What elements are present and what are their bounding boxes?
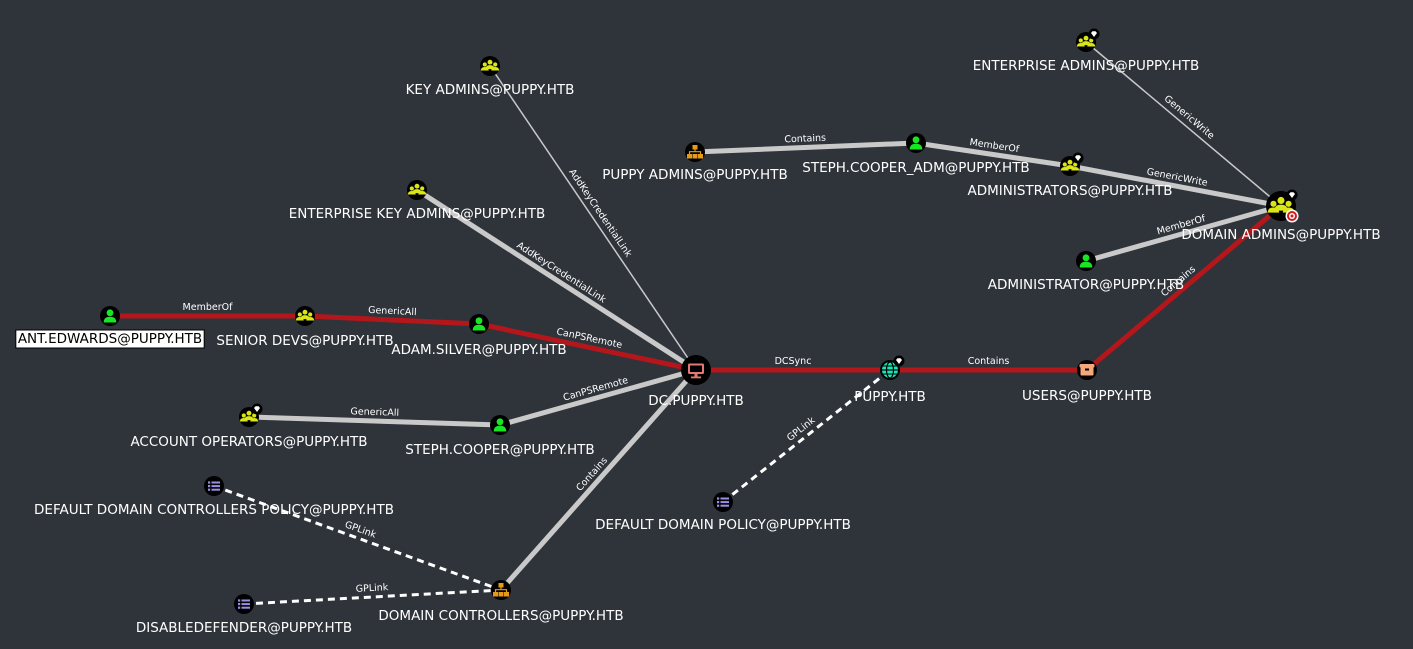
group-icon [1060,152,1084,176]
node-senior-devs[interactable]: SENIOR DEVS@PUPPY.HTB [216,306,394,349]
node-label: ENTERPRISE KEY ADMINS@PUPPY.HTB [289,206,546,222]
node-domain-controllers[interactable]: DOMAIN CONTROLLERS@PUPPY.HTB [378,580,624,624]
nodes-layer: ANT.EDWARDS@PUPPY.HTB SENIOR DEVS@PUPPY.H… [15,28,1381,636]
user-icon [906,133,926,153]
edge-label-genericall: GenericAll [350,406,399,419]
node-label: ADMINISTRATOR@PUPPY.HTB [988,277,1184,293]
group-icon [239,403,263,427]
node-label: ADMINISTRATORS@PUPPY.HTB [968,183,1173,199]
gpo-icon [234,594,254,614]
edge-label-gplink: GPLink [355,582,389,595]
node-administrator[interactable]: ADMINISTRATOR@PUPPY.HTB [988,251,1184,293]
ou-icon [685,142,705,162]
node-disabledefender[interactable]: DISABLEDEFENDER@PUPPY.HTB [136,594,352,636]
group-icon [407,180,427,200]
edge-label-genericwrite: GenericWrite [1162,93,1217,141]
node-label: DISABLEDEFENDER@PUPPY.HTB [136,620,352,636]
edge-administrators-to-domain_admins[interactable] [1067,163,1284,209]
ou-icon [491,580,511,600]
node-steph-cooper-adm[interactable]: STEPH.COOPER_ADM@PUPPY.HTB [802,133,1030,176]
node-label: KEY ADMINS@PUPPY.HTB [406,82,575,98]
edge-domain_controllers-to-dc[interactable] [498,367,699,593]
gpo-icon [204,476,224,496]
node-users[interactable]: USERS@PUPPY.HTB [1022,360,1152,404]
node-label: PUPPY ADMINS@PUPPY.HTB [602,167,787,183]
node-label: PUPPY.HTB [854,389,925,405]
edge-enterprise_admins-to-domain_admins[interactable] [1085,41,1282,207]
node-default-domain-policy[interactable]: DEFAULT DOMAIN POLICY@PUPPY.HTB [595,492,851,533]
edge-label-contains: Contains [968,356,1010,367]
edge-label-memberof: MemberOf [183,302,234,313]
edge-enterprise_key_admins-to-dc[interactable] [414,187,699,373]
gpo-icon [713,492,733,512]
edge-adam_silver-to-dc[interactable] [476,321,699,373]
edge-label-genericall: GenericAll [368,305,417,318]
user-icon [100,306,120,326]
edge-account_operators-to-steph_cooper[interactable] [246,414,503,428]
node-domain-admins[interactable]: DOMAIN ADMINS@PUPPY.HTB [1181,189,1381,244]
node-enterprise-admins[interactable]: ENTERPRISE ADMINS@PUPPY.HTB [973,28,1200,75]
node-puppy-htb[interactable]: PUPPY.HTB [854,355,926,406]
group-icon [1266,189,1299,223]
user-icon [469,314,489,334]
selected-label-highlight [15,329,205,349]
node-adam-silver[interactable]: ADAM.SILVER@PUPPY.HTB [391,314,567,358]
node-label: DOMAIN CONTROLLERS@PUPPY.HTB [378,608,623,624]
edge-users-to-domain_admins[interactable] [1084,203,1284,373]
node-label: SENIOR DEVS@PUPPY.HTB [216,333,393,349]
computer-icon [681,355,711,385]
edge-steph_cooper_adm-to-administrators[interactable] [913,140,1073,169]
edge-senior_devs-to-adam_silver[interactable] [302,313,482,327]
edge-label-gplink: GPLink [343,519,378,541]
node-ant-edwards[interactable]: ANT.EDWARDS@PUPPY.HTB [15,306,205,349]
node-dc[interactable]: DC.PUPPY.HTB [648,355,744,409]
group-icon [480,56,500,76]
edge-disabledefender-to-domain_controllers[interactable] [243,588,502,606]
container-icon [1077,360,1097,380]
edge-administrator-to-domain_admins[interactable] [1083,203,1284,264]
node-label: DEFAULT DOMAIN CONTROLLERS POLICY@PUPPY.… [34,502,394,518]
edge-label-dcsync: DCSync [775,356,812,367]
node-label: STEPH.COOPER_ADM@PUPPY.HTB [802,160,1029,176]
node-steph-cooper[interactable]: STEPH.COOPER@PUPPY.HTB [405,415,595,458]
node-label: ANT.EDWARDS@PUPPY.HTB [18,331,202,347]
node-label: USERS@PUPPY.HTB [1022,388,1152,404]
edge-steph_cooper-to-dc[interactable] [497,367,699,428]
edge-puppy_admins-to-steph_cooper_adm[interactable] [692,140,919,155]
node-puppy-admins[interactable]: PUPPY ADMINS@PUPPY.HTB [602,142,788,183]
node-label: ENTERPRISE ADMINS@PUPPY.HTB [973,58,1200,74]
node-label: ACCOUNT OPERATORS@PUPPY.HTB [130,434,367,450]
edge-default_dc_policy-to-domain_controllers[interactable] [213,484,502,592]
node-account-operators[interactable]: ACCOUNT OPERATORS@PUPPY.HTB [130,403,368,451]
edges-layer [107,41,1284,606]
domain-icon [880,355,905,380]
group-icon [1076,28,1100,52]
edge-label-contains: Contains [784,133,826,146]
edge-key_admins-to-dc[interactable] [489,65,697,371]
group-icon [295,306,315,326]
node-label: DEFAULT DOMAIN POLICY@PUPPY.HTB [595,517,851,533]
node-label: STEPH.COOPER@PUPPY.HTB [405,442,594,458]
node-enterprise-key-admins[interactable]: ENTERPRISE KEY ADMINS@PUPPY.HTB [289,180,546,222]
node-administrators[interactable]: ADMINISTRATORS@PUPPY.HTB [968,152,1173,200]
node-label: DC.PUPPY.HTB [648,393,744,409]
node-label: DOMAIN ADMINS@PUPPY.HTB [1181,227,1380,243]
node-default-dc-policy[interactable]: DEFAULT DOMAIN CONTROLLERS POLICY@PUPPY.… [34,476,394,518]
user-icon [1076,251,1096,271]
node-key-admins[interactable]: KEY ADMINS@PUPPY.HTB [406,56,575,98]
user-icon [490,415,510,435]
node-label: ADAM.SILVER@PUPPY.HTB [391,342,566,358]
edge-label-addkeycredentiallink: AddKeyCredentialLink [514,240,608,306]
